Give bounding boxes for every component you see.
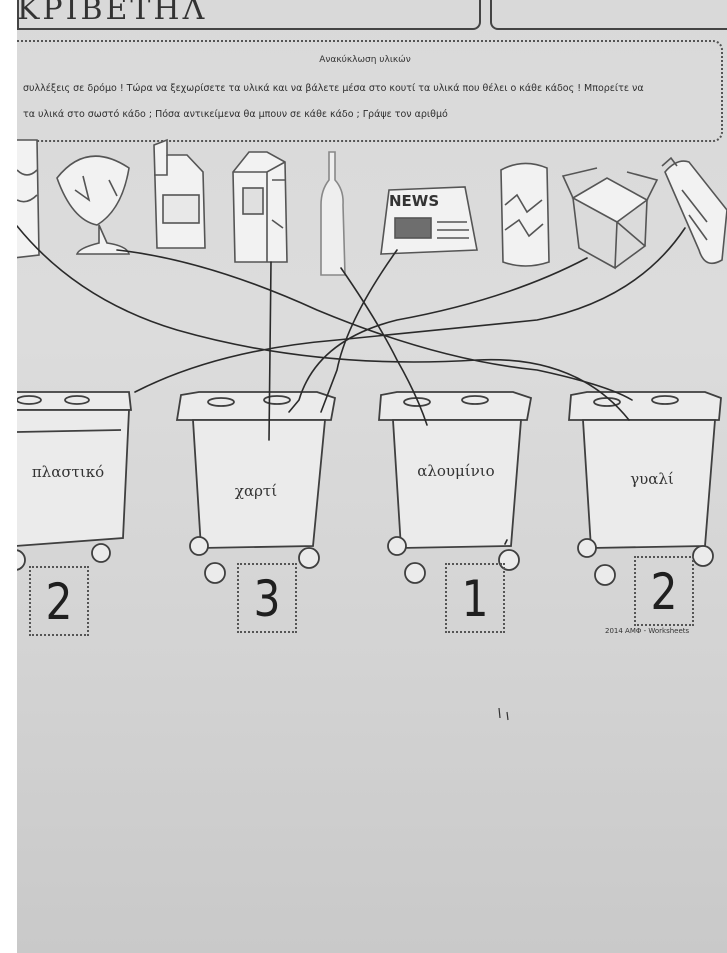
answer-box-plastic[interactable]: 2 bbox=[29, 566, 89, 636]
answer-box-glass[interactable]: 2 bbox=[634, 556, 694, 626]
stray-mark bbox=[504, 539, 508, 545]
answer-paper: 3 bbox=[253, 570, 281, 628]
instruction-line-1: συλλέξεις σε δρόμο ! Τώρα να ξεχωρίσετε … bbox=[23, 83, 644, 94]
bin-label-glass: γυαλί bbox=[630, 470, 674, 488]
cardboard-box-item-icon bbox=[561, 167, 659, 270]
instruction-line-2: τα υλικά στο σωστό κάδο ; Πόσα αντικείμε… bbox=[23, 109, 448, 120]
worksheet-page: Ανακύκλωση υλικών συλλέξεις σε δρόμο ! Τ… bbox=[17, 0, 727, 953]
instructions-box: Ανακύκλωση υλικών συλλέξεις σε δρόμο ! Τ… bbox=[17, 40, 723, 142]
answer-plastic: 2 bbox=[45, 573, 73, 631]
glass-bin-icon bbox=[568, 391, 722, 586]
plastic-bin-icon bbox=[17, 391, 133, 571]
paper-bin-icon bbox=[175, 391, 337, 584]
bin-label-aluminium: αλουμίνιο bbox=[417, 462, 495, 480]
bin-label-paper: χαρτί bbox=[234, 482, 278, 500]
worksheet-title: Ανακύκλωση υλικών bbox=[319, 55, 411, 65]
answer-aluminium: 1 bbox=[461, 570, 489, 628]
pencil-mark bbox=[498, 707, 509, 721]
matching-lines bbox=[17, 225, 686, 545]
broken-glass-item-icon bbox=[56, 155, 131, 255]
answer-box-paper[interactable]: 3 bbox=[237, 563, 297, 633]
line-can-to-glass bbox=[17, 225, 630, 421]
newspaper-item-icon bbox=[380, 186, 478, 255]
plastic-bottle-item-icon bbox=[661, 156, 727, 265]
line-carton-to-paper bbox=[268, 261, 272, 441]
newspaper-label: NEWS bbox=[389, 192, 439, 210]
can-item-icon bbox=[17, 139, 40, 259]
recycling-drawing: NEWS bbox=[17, 138, 727, 721]
line-broken-glass-to-glass bbox=[116, 249, 633, 401]
handwritten-title: ΚΡΙΒΕΤΗΛ bbox=[17, 0, 208, 27]
line-bottle-to-aluminium bbox=[340, 267, 428, 426]
line-plastic-bottle-to-plastic bbox=[134, 227, 686, 393]
aluminium-can-item-icon bbox=[500, 162, 550, 267]
milk-carton-item-icon bbox=[232, 151, 288, 263]
line-newspaper-to-paper bbox=[320, 249, 398, 413]
line-box-to-paper bbox=[288, 257, 588, 413]
name-frame bbox=[490, 0, 727, 30]
footer-credit: 2014 ΑΜΦ - Worksheets bbox=[605, 627, 690, 635]
glass-bottle-item-icon bbox=[320, 151, 346, 276]
answer-glass: 2 bbox=[650, 563, 678, 621]
title-frame bbox=[17, 0, 481, 30]
oil-jug-item-icon bbox=[153, 138, 206, 249]
aluminium-bin-icon bbox=[378, 391, 533, 584]
answer-box-aluminium[interactable]: 1 bbox=[445, 563, 505, 633]
bin-label-plastic: πλαστικό bbox=[31, 463, 105, 481]
